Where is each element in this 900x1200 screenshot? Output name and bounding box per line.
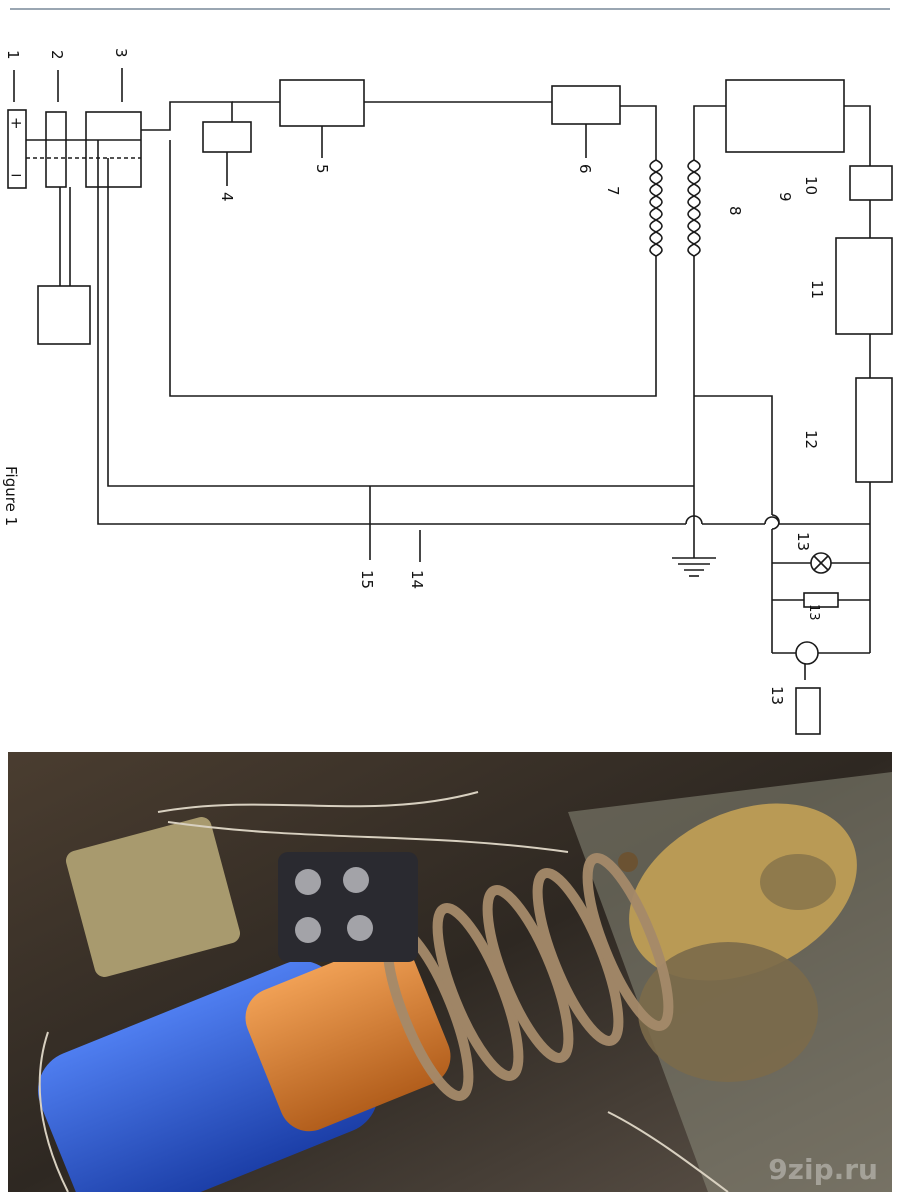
label-11: 11 xyxy=(808,280,826,299)
label-3: 3 xyxy=(112,48,130,58)
component-11 xyxy=(835,237,893,335)
photo-illustration xyxy=(8,752,892,1192)
component-13-resistor xyxy=(803,592,839,608)
label-15: 15 xyxy=(358,570,376,589)
label-13-resistor: 13 xyxy=(806,604,821,621)
component-3 xyxy=(85,111,142,188)
component-12 xyxy=(855,377,893,483)
figure-caption: Figure 1 xyxy=(2,466,20,526)
label-13-bulb: 13 xyxy=(768,686,786,705)
component-9 xyxy=(725,79,845,153)
component-6 xyxy=(551,85,621,125)
label-7: 7 xyxy=(604,186,622,196)
coil-8 xyxy=(687,159,701,257)
component-13-bulb xyxy=(795,641,819,665)
label-5: 5 xyxy=(313,164,331,174)
component-2 xyxy=(45,111,67,188)
label-13-lamp: 13 xyxy=(794,532,812,551)
label-4: 4 xyxy=(218,192,236,202)
component-4 xyxy=(202,121,252,153)
label-12: 12 xyxy=(802,430,820,449)
component-10 xyxy=(849,165,893,201)
label-10: 10 xyxy=(802,176,820,195)
battery: + − xyxy=(7,109,27,189)
label-9: 9 xyxy=(776,192,794,202)
battery-minus: − xyxy=(10,166,23,184)
coil-7 xyxy=(649,159,663,257)
component-13-aux xyxy=(795,687,821,735)
label-14: 14 xyxy=(408,570,426,589)
circuit-diagram: + − xyxy=(2,48,893,735)
watermark: 9zip.ru xyxy=(768,1153,878,1186)
battery-plus: + xyxy=(10,114,23,132)
label-8: 8 xyxy=(726,206,744,216)
top-divider xyxy=(10,8,890,10)
component-5 xyxy=(279,79,365,127)
component-2-aux xyxy=(37,285,91,345)
ignition-coil-photo: 9zip.ru xyxy=(8,752,892,1192)
label-1: 1 xyxy=(4,50,22,60)
label-6: 6 xyxy=(576,164,594,174)
label-2: 2 xyxy=(48,50,66,60)
